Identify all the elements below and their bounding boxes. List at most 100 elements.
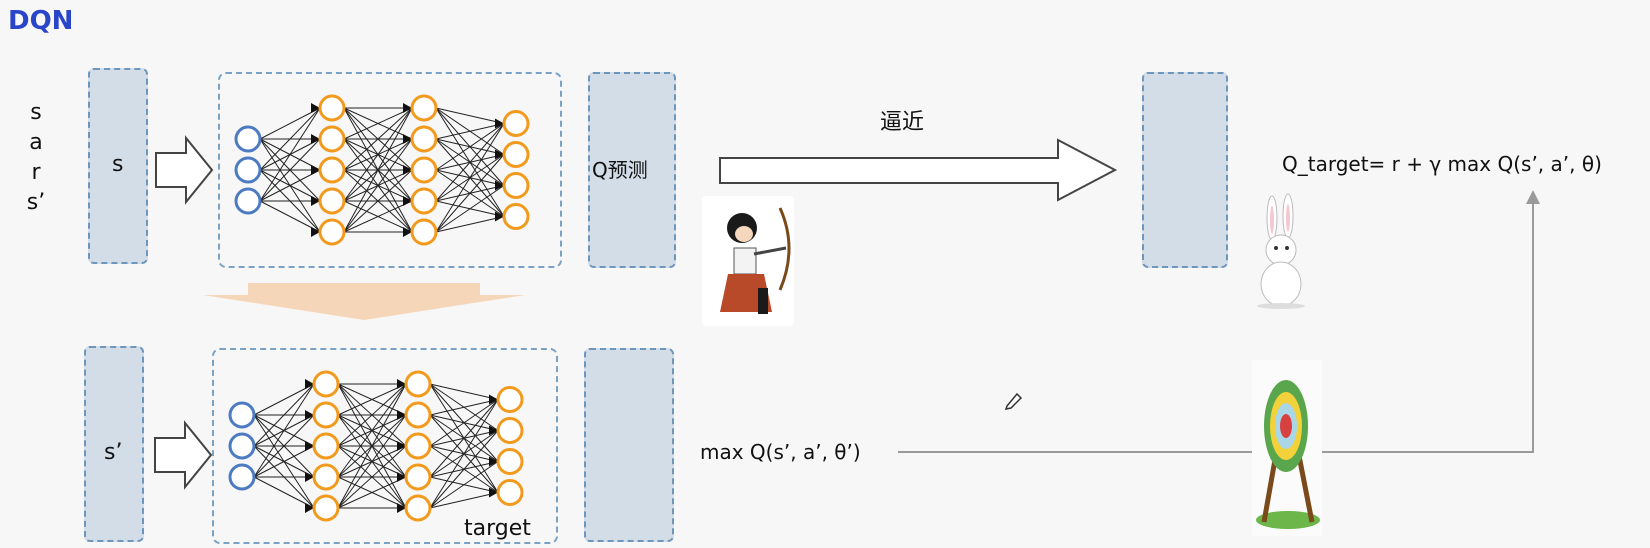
- hidden-neuron: [404, 401, 432, 429]
- network-edge: [259, 169, 321, 202]
- network-edge: [435, 216, 505, 233]
- output-neuron: [496, 479, 524, 506]
- hidden-neuron: [312, 494, 340, 522]
- edge-arrowhead: [403, 227, 412, 237]
- network-edge: [429, 383, 499, 400]
- input-arrow-top: [155, 135, 214, 205]
- network-edge: [259, 138, 321, 202]
- hidden-neuron: [404, 463, 432, 491]
- next-state-label: s’: [104, 440, 123, 465]
- network-edge: [429, 492, 499, 509]
- edge-arrowhead: [489, 394, 498, 405]
- hidden-neuron: [318, 94, 346, 122]
- edge-arrowhead: [311, 165, 320, 175]
- hidden-neuron: [318, 187, 346, 215]
- hidden-neuron: [404, 494, 432, 522]
- network-edge: [435, 123, 505, 140]
- max-q-connector: [898, 202, 1534, 453]
- network-edge: [259, 107, 321, 171]
- edge-arrowhead: [403, 196, 412, 206]
- state-label: s: [112, 152, 124, 177]
- network-edge: [337, 383, 407, 416]
- edge-arrowhead: [305, 503, 314, 513]
- output-neuron: [502, 141, 530, 168]
- hidden-neuron: [410, 156, 438, 184]
- hidden-neuron: [318, 156, 346, 184]
- hidden-neuron: [312, 432, 340, 460]
- network-edge: [429, 430, 499, 509]
- q-target-block: [1142, 72, 1228, 268]
- network-edge: [435, 123, 505, 171]
- hidden-neuron: [312, 463, 340, 491]
- network-edge: [435, 123, 505, 202]
- state-block: [88, 68, 148, 264]
- network-edge: [429, 461, 499, 509]
- network-edge: [253, 383, 315, 478]
- output-neuron: [502, 110, 530, 137]
- network-edge: [337, 414, 407, 509]
- edge-arrowhead: [495, 149, 504, 160]
- edge-arrowhead: [495, 211, 504, 222]
- max-q-label: max Q(s’, a’, θ’): [700, 440, 861, 464]
- edge-arrowhead: [403, 103, 412, 113]
- transition-tuple: s a r s’: [22, 98, 50, 218]
- hidden-neuron: [404, 432, 432, 460]
- network-edge: [337, 383, 407, 478]
- target-network: [228, 370, 524, 522]
- edge-arrowhead: [311, 134, 320, 144]
- network-edge: [253, 383, 315, 447]
- edge-arrowhead: [489, 487, 498, 498]
- tuple-s: s: [30, 100, 42, 125]
- next-state-block: [84, 346, 144, 542]
- network-edge: [435, 123, 505, 233]
- network-edge: [337, 383, 407, 509]
- network-edge: [259, 107, 321, 202]
- hidden-neuron: [410, 94, 438, 122]
- edge-arrowhead: [403, 165, 412, 175]
- network-edge: [435, 154, 505, 233]
- network-edge: [429, 399, 499, 509]
- output-neuron: [496, 386, 524, 413]
- q-predict-block: [588, 72, 676, 268]
- q-predict-label: Q预测: [592, 158, 648, 182]
- rabbit-image: [1248, 192, 1314, 312]
- page-title: DQN: [8, 6, 74, 36]
- network-edge: [435, 185, 505, 233]
- input-neuron: [234, 125, 262, 153]
- target-label: target: [464, 516, 531, 541]
- target-network-box: [212, 348, 558, 544]
- target-output-block: [584, 348, 674, 542]
- eval-network-box: [218, 72, 562, 268]
- network-edge: [343, 107, 413, 202]
- input-neuron: [228, 401, 256, 429]
- network-edge: [343, 107, 413, 171]
- tuple-a: a: [29, 130, 43, 155]
- edge-arrowhead: [397, 441, 406, 451]
- edge-arrowhead: [489, 425, 498, 436]
- hidden-neuron: [312, 401, 340, 429]
- edge-arrowhead: [495, 180, 504, 191]
- network-edge: [337, 476, 407, 509]
- edge-arrowhead: [311, 227, 320, 237]
- network-edge: [343, 169, 413, 233]
- approx-arrow: [719, 138, 1118, 202]
- edge-arrowhead: [397, 472, 406, 482]
- edge-arrowhead: [495, 118, 504, 129]
- hidden-neuron: [410, 125, 438, 153]
- edge-arrowhead: [403, 134, 412, 144]
- input-neuron: [234, 156, 262, 184]
- output-neuron: [502, 172, 530, 199]
- input-neuron: [234, 187, 262, 215]
- network-edge: [343, 200, 413, 233]
- approx-label: 逼近: [880, 110, 925, 135]
- edge-arrowhead: [489, 456, 498, 467]
- edge-arrowhead: [311, 196, 320, 206]
- hidden-neuron: [318, 125, 346, 153]
- edge-arrowhead: [397, 410, 406, 420]
- network-edge: [337, 445, 407, 509]
- network-edge: [253, 383, 315, 416]
- network-edge: [253, 476, 315, 509]
- network-edge: [429, 399, 499, 447]
